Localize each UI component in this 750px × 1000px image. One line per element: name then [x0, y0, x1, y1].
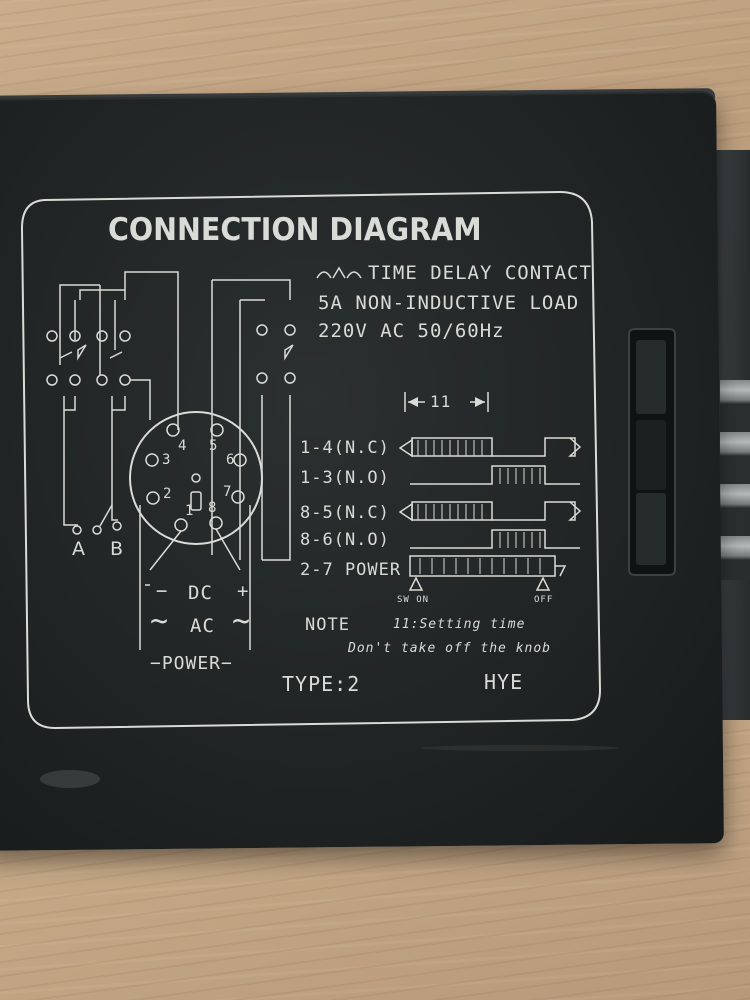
indicator-window-bottom [636, 493, 666, 565]
timing-row-power: 2-7 POWER [300, 560, 402, 580]
timing-row-1-3: 1-3(N.O) [300, 468, 390, 488]
timing-end-label: OFF [534, 595, 554, 605]
pin-3-label: 3 [162, 452, 172, 468]
indicator-window-mid [636, 420, 666, 490]
ac-tilde-right: ~ [232, 604, 252, 639]
timing-row-8-5: 8-5(N.C) [300, 503, 390, 523]
pin-2-label: 2 [163, 486, 173, 502]
pin-7-label: 7 [223, 484, 233, 500]
switch-a-label: A [72, 538, 86, 560]
dc-label: DC [188, 582, 213, 604]
note-label: NOTE [305, 615, 350, 635]
power-label: −POWER− [150, 653, 233, 674]
indicator-slot [628, 328, 676, 576]
pin-5-label: 5 [209, 438, 219, 454]
indicator-window-top [636, 340, 666, 414]
dc-plus-sign: + [237, 580, 250, 602]
load-rating-text: 5A NON-INDUCTIVE LOAD [318, 292, 580, 314]
pin-4-label: 4 [178, 438, 188, 454]
timing-start-label: SW ON [397, 595, 430, 605]
pin-6-label: 6 [226, 452, 236, 468]
ac-label: AC [190, 615, 215, 637]
surface-scratch [420, 745, 620, 751]
type-label: TYPE:2 [282, 672, 361, 696]
dc-minus-sign: − [156, 580, 169, 602]
ac-tilde-left: ~ [150, 604, 170, 639]
voltage-rating-text: 220V AC 50/60Hz [318, 320, 505, 342]
pin-1-label: 1 [185, 503, 195, 519]
surface-scuff [40, 770, 100, 788]
relay-pins [720, 380, 750, 580]
note-line-2: Don't take off the knob [348, 641, 552, 656]
timing-row-1-4: 1-4(N.C) [300, 438, 390, 458]
timing-waveforms [398, 437, 582, 591]
diagram-title: CONNECTION DIAGRAM [108, 212, 482, 248]
note-line-1: 11:Setting time [393, 617, 526, 632]
brand-label: HYE [484, 670, 524, 694]
timing-row-8-6: 8-6(N.O) [300, 530, 390, 550]
setting-time-marker: 11 [430, 392, 452, 411]
pin-8-label: 8 [208, 500, 218, 516]
contact-text: TIME DELAY CONTACT [368, 262, 592, 284]
switch-b-label: B [110, 538, 125, 560]
